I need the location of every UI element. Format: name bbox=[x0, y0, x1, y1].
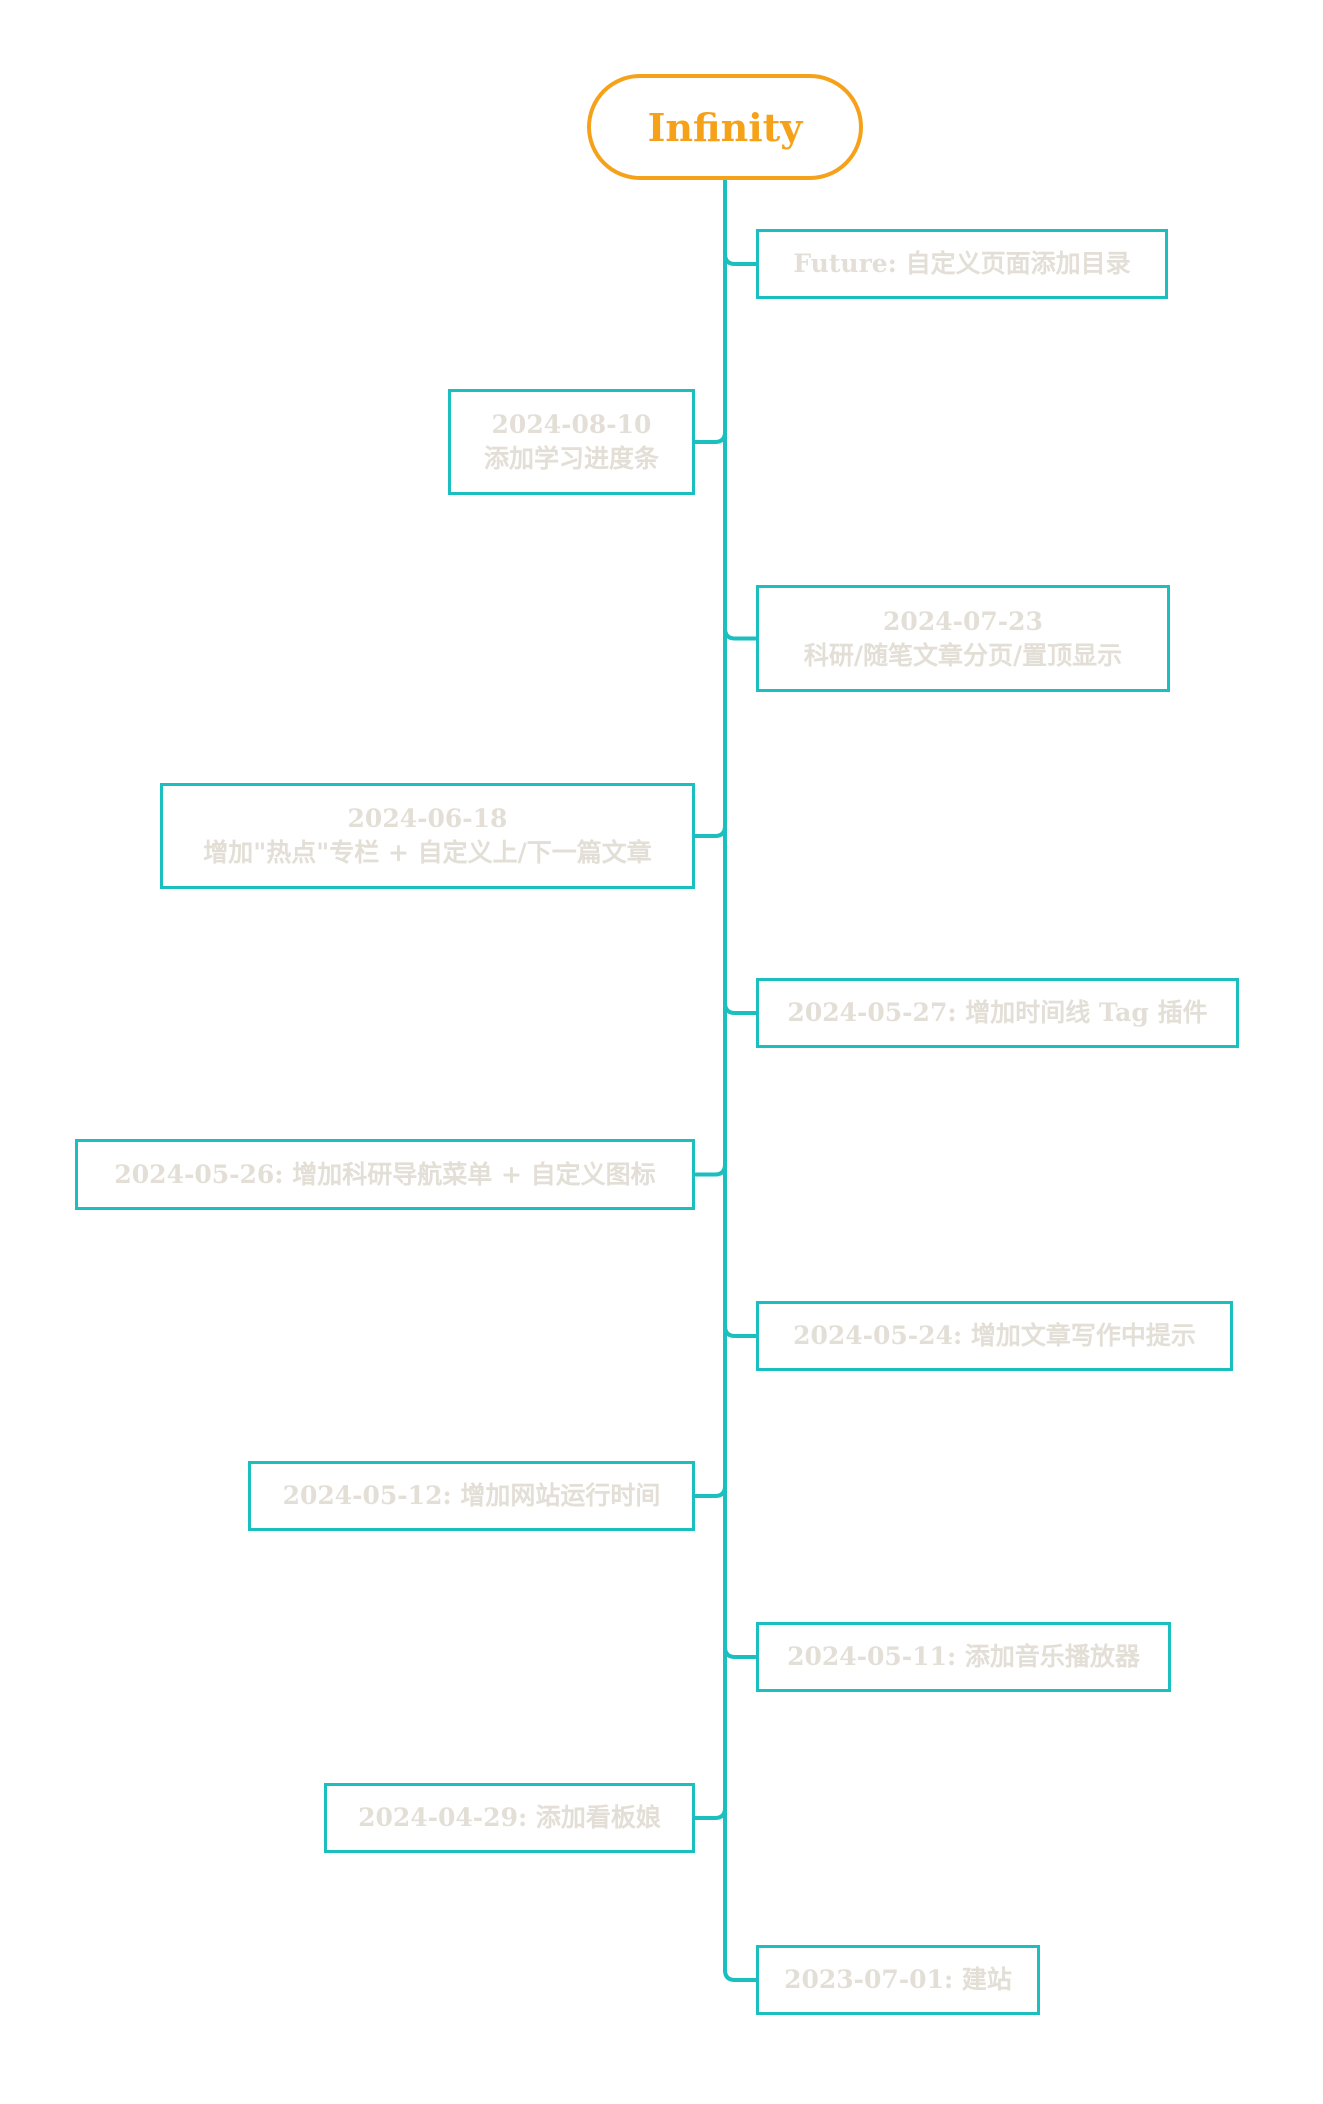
node-label: 2024-04-29: 添加看板娘 bbox=[358, 1803, 661, 1832]
branch-connector bbox=[723, 1645, 758, 1659]
timeline-node[interactable]: 2024-08-10 添加学习进度条 bbox=[448, 389, 695, 495]
branch-connector bbox=[723, 1001, 758, 1015]
node-label: 2024-08-10 bbox=[491, 410, 652, 439]
node-label: 增加"热点"专栏 + 自定义上/下一篇文章 bbox=[203, 838, 652, 867]
branch-connector bbox=[723, 1324, 758, 1338]
timeline-node[interactable]: 2024-05-27: 增加时间线 Tag 插件 bbox=[756, 978, 1239, 1048]
branch-connector bbox=[693, 1162, 727, 1177]
node-label: 2024-07-23 bbox=[883, 606, 1043, 636]
node-label: 2024-06-18 bbox=[347, 804, 508, 833]
node-label: 添加学习进度条 bbox=[483, 444, 659, 473]
branch-connector bbox=[693, 1806, 727, 1820]
branch-connector bbox=[693, 1484, 727, 1498]
node-label: 2024-05-11: 添加音乐播放器 bbox=[787, 1642, 1140, 1671]
timeline-node[interactable]: 2024-05-12: 增加网站运行时间 bbox=[248, 1461, 695, 1531]
root-node[interactable]: Infinity bbox=[587, 74, 863, 180]
branch-connector bbox=[693, 824, 727, 838]
branch-connector bbox=[693, 430, 727, 444]
node-label: 2024-05-27: 增加时间线 Tag 插件 bbox=[787, 998, 1208, 1027]
node-label: Future: 自定义页面添加目录 bbox=[793, 249, 1131, 278]
node-label: 2024-05-12: 增加网站运行时间 bbox=[282, 1481, 661, 1510]
node-label: 2024-05-24: 增加文章写作中提示 bbox=[793, 1321, 1196, 1350]
timeline-node[interactable]: 2024-06-18 增加"热点"专栏 + 自定义上/下一篇文章 bbox=[160, 783, 695, 889]
node-label: 科研/随笔文章分页/置顶显示 bbox=[803, 640, 1123, 670]
node-label: 2023-07-01: 建站 bbox=[784, 1965, 1012, 1994]
timeline-node[interactable]: 2024-07-23 科研/随笔文章分页/置顶显示 bbox=[756, 585, 1170, 692]
timeline-node[interactable]: 2023-07-01: 建站 bbox=[756, 1945, 1040, 2015]
branch-connector bbox=[723, 252, 758, 266]
branch-connector bbox=[723, 1968, 758, 1982]
root-label: Infinity bbox=[647, 104, 803, 150]
node-label: 2024-05-26: 增加科研导航菜单 + 自定义图标 bbox=[114, 1159, 656, 1189]
branch-connector bbox=[723, 626, 758, 641]
timeline-node[interactable]: 2024-05-26: 增加科研导航菜单 + 自定义图标 bbox=[75, 1139, 695, 1210]
timeline-node[interactable]: Future: 自定义页面添加目录 bbox=[756, 229, 1168, 299]
timeline-node[interactable]: 2024-05-11: 添加音乐播放器 bbox=[756, 1622, 1171, 1692]
timeline-node[interactable]: 2024-05-24: 增加文章写作中提示 bbox=[756, 1301, 1233, 1371]
timeline-node[interactable]: 2024-04-29: 添加看板娘 bbox=[324, 1783, 695, 1853]
